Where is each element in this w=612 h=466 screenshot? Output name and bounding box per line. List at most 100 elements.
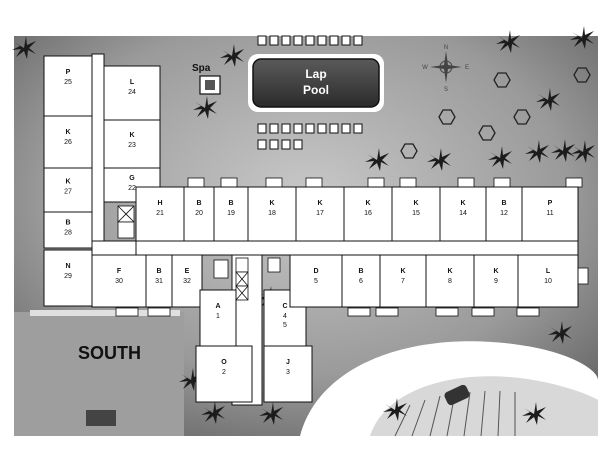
unit-number-label: 21 <box>156 210 164 217</box>
unit-2[interactable]: O2 <box>195 345 253 403</box>
unit-number-label: 14 <box>459 210 467 217</box>
unit-26[interactable]: K26 <box>43 115 93 169</box>
unit-type-label: K <box>269 200 274 207</box>
unit-6[interactable]: B6 <box>341 254 381 308</box>
unit-outline <box>43 167 93 213</box>
spa-water <box>205 80 215 90</box>
unit-type-label: K <box>65 178 70 185</box>
unit-number-label: 31 <box>155 278 163 285</box>
unit-3[interactable]: J3 <box>263 345 313 403</box>
unit-outline <box>195 345 253 403</box>
unit-number-label: 4 <box>283 313 287 320</box>
unit-number-label: 17 <box>316 210 324 217</box>
unit-type-label: P <box>66 69 71 76</box>
unit-outline <box>213 186 249 242</box>
unit-type-label: B <box>501 200 506 207</box>
unit-16[interactable]: K 16 <box>343 186 393 242</box>
compass-s: S <box>444 87 448 93</box>
unit-number-label: 28 <box>64 230 72 237</box>
south-walkway <box>30 310 180 316</box>
unit-19[interactable]: B 19 <box>213 186 249 242</box>
unit-outline <box>517 254 579 308</box>
unit-29[interactable]: N29 <box>43 249 93 307</box>
unit-5[interactable]: D5 <box>289 254 343 308</box>
unit-25[interactable]: P 25 <box>43 55 93 117</box>
unit-31[interactable]: B31 <box>145 254 173 308</box>
unit-32[interactable]: E32 <box>171 254 203 308</box>
unit-9[interactable]: K9 <box>473 254 519 308</box>
unit-type-label: K <box>365 200 370 207</box>
unit-type-label: B <box>228 200 233 207</box>
unit-15[interactable]: K 15 <box>391 186 441 242</box>
unit-outline <box>439 186 487 242</box>
unit-20[interactable]: B20 <box>183 186 215 242</box>
spa-label: Spa <box>192 63 211 74</box>
unit-number-label: 30 <box>115 278 123 285</box>
unit-type-label: G <box>129 175 135 182</box>
unit-outline <box>103 65 161 121</box>
unit-number-label: 25 <box>64 79 72 86</box>
unit-outline <box>43 211 93 249</box>
dumpster <box>86 410 116 426</box>
unit-18[interactable]: K18 <box>247 186 297 242</box>
unit-8[interactable]: K8 <box>425 254 475 308</box>
unit-type-label: K <box>317 200 322 207</box>
unit-11[interactable]: P 11 <box>521 186 579 242</box>
unit-type-label: L <box>130 79 135 86</box>
unit-24[interactable]: L 24 <box>103 65 161 121</box>
unit-type-label: C <box>282 303 287 310</box>
unit-7[interactable]: K7 <box>379 254 427 308</box>
unit-outline <box>91 254 147 308</box>
unit-number-label: 32 <box>183 278 191 285</box>
unit-12[interactable]: B 12 <box>485 186 523 242</box>
unit-30[interactable]: F 30 <box>91 254 147 308</box>
unit-type-label: K <box>400 268 405 275</box>
unit-number-label: 7 <box>401 278 405 285</box>
unit-number-label: 26 <box>64 139 72 146</box>
unit-number-label: 15 <box>412 210 420 217</box>
unit-number-label: 12 <box>500 210 508 217</box>
unit-number-label: 5 <box>283 322 287 329</box>
unit-type-label: K <box>447 268 452 275</box>
unit-number-label: 1 <box>216 313 220 320</box>
lap-pool <box>252 58 380 108</box>
unit-type-label: O <box>221 359 227 366</box>
unit-number-label: 9 <box>494 278 498 285</box>
unit-outline <box>247 186 297 242</box>
unit-27[interactable]: K 27 <box>43 167 93 213</box>
unit-type-label: B <box>65 220 70 227</box>
unit-type-label: K <box>493 268 498 275</box>
unit-type-label: N <box>65 263 70 270</box>
unit-number-label: 24 <box>128 89 136 96</box>
unit-number-label: 2 <box>222 369 226 376</box>
unit-number-label: 10 <box>544 278 552 285</box>
pool-label-line1: Lap <box>305 67 326 81</box>
south-label: SOUTH <box>78 343 141 363</box>
unit-21[interactable]: H21 <box>135 186 185 242</box>
stairwells <box>117 205 589 301</box>
compass-e: E <box>465 65 469 71</box>
unit-outline <box>183 186 215 242</box>
unit-type-label: P <box>548 200 553 207</box>
pool-deck-chairs-top <box>257 35 363 46</box>
unit-28[interactable]: B 28 <box>43 211 93 249</box>
unit-type-label: A <box>215 303 220 310</box>
unit-23[interactable]: K23 <box>103 119 161 169</box>
unit-number-label: 16 <box>364 210 372 217</box>
unit-type-label: K <box>413 200 418 207</box>
unit-outline <box>43 55 93 117</box>
unit-14[interactable]: K14 <box>439 186 487 242</box>
unit-outline <box>171 254 203 308</box>
unit-type-label: F <box>117 268 122 275</box>
unit-1[interactable]: A1 <box>199 289 237 347</box>
unit-outline <box>295 186 345 242</box>
unit-number-label: 11 <box>546 210 553 217</box>
unit-17[interactable]: K 17 <box>295 186 345 242</box>
unit-10[interactable]: L10 <box>517 254 579 308</box>
unit-number-label: 27 <box>64 188 72 195</box>
compass-rose-icon: N S E W <box>422 45 469 93</box>
unit-number-label: 5 <box>314 278 318 285</box>
unit-outline <box>473 254 519 308</box>
unit-number-label: 19 <box>227 210 235 217</box>
